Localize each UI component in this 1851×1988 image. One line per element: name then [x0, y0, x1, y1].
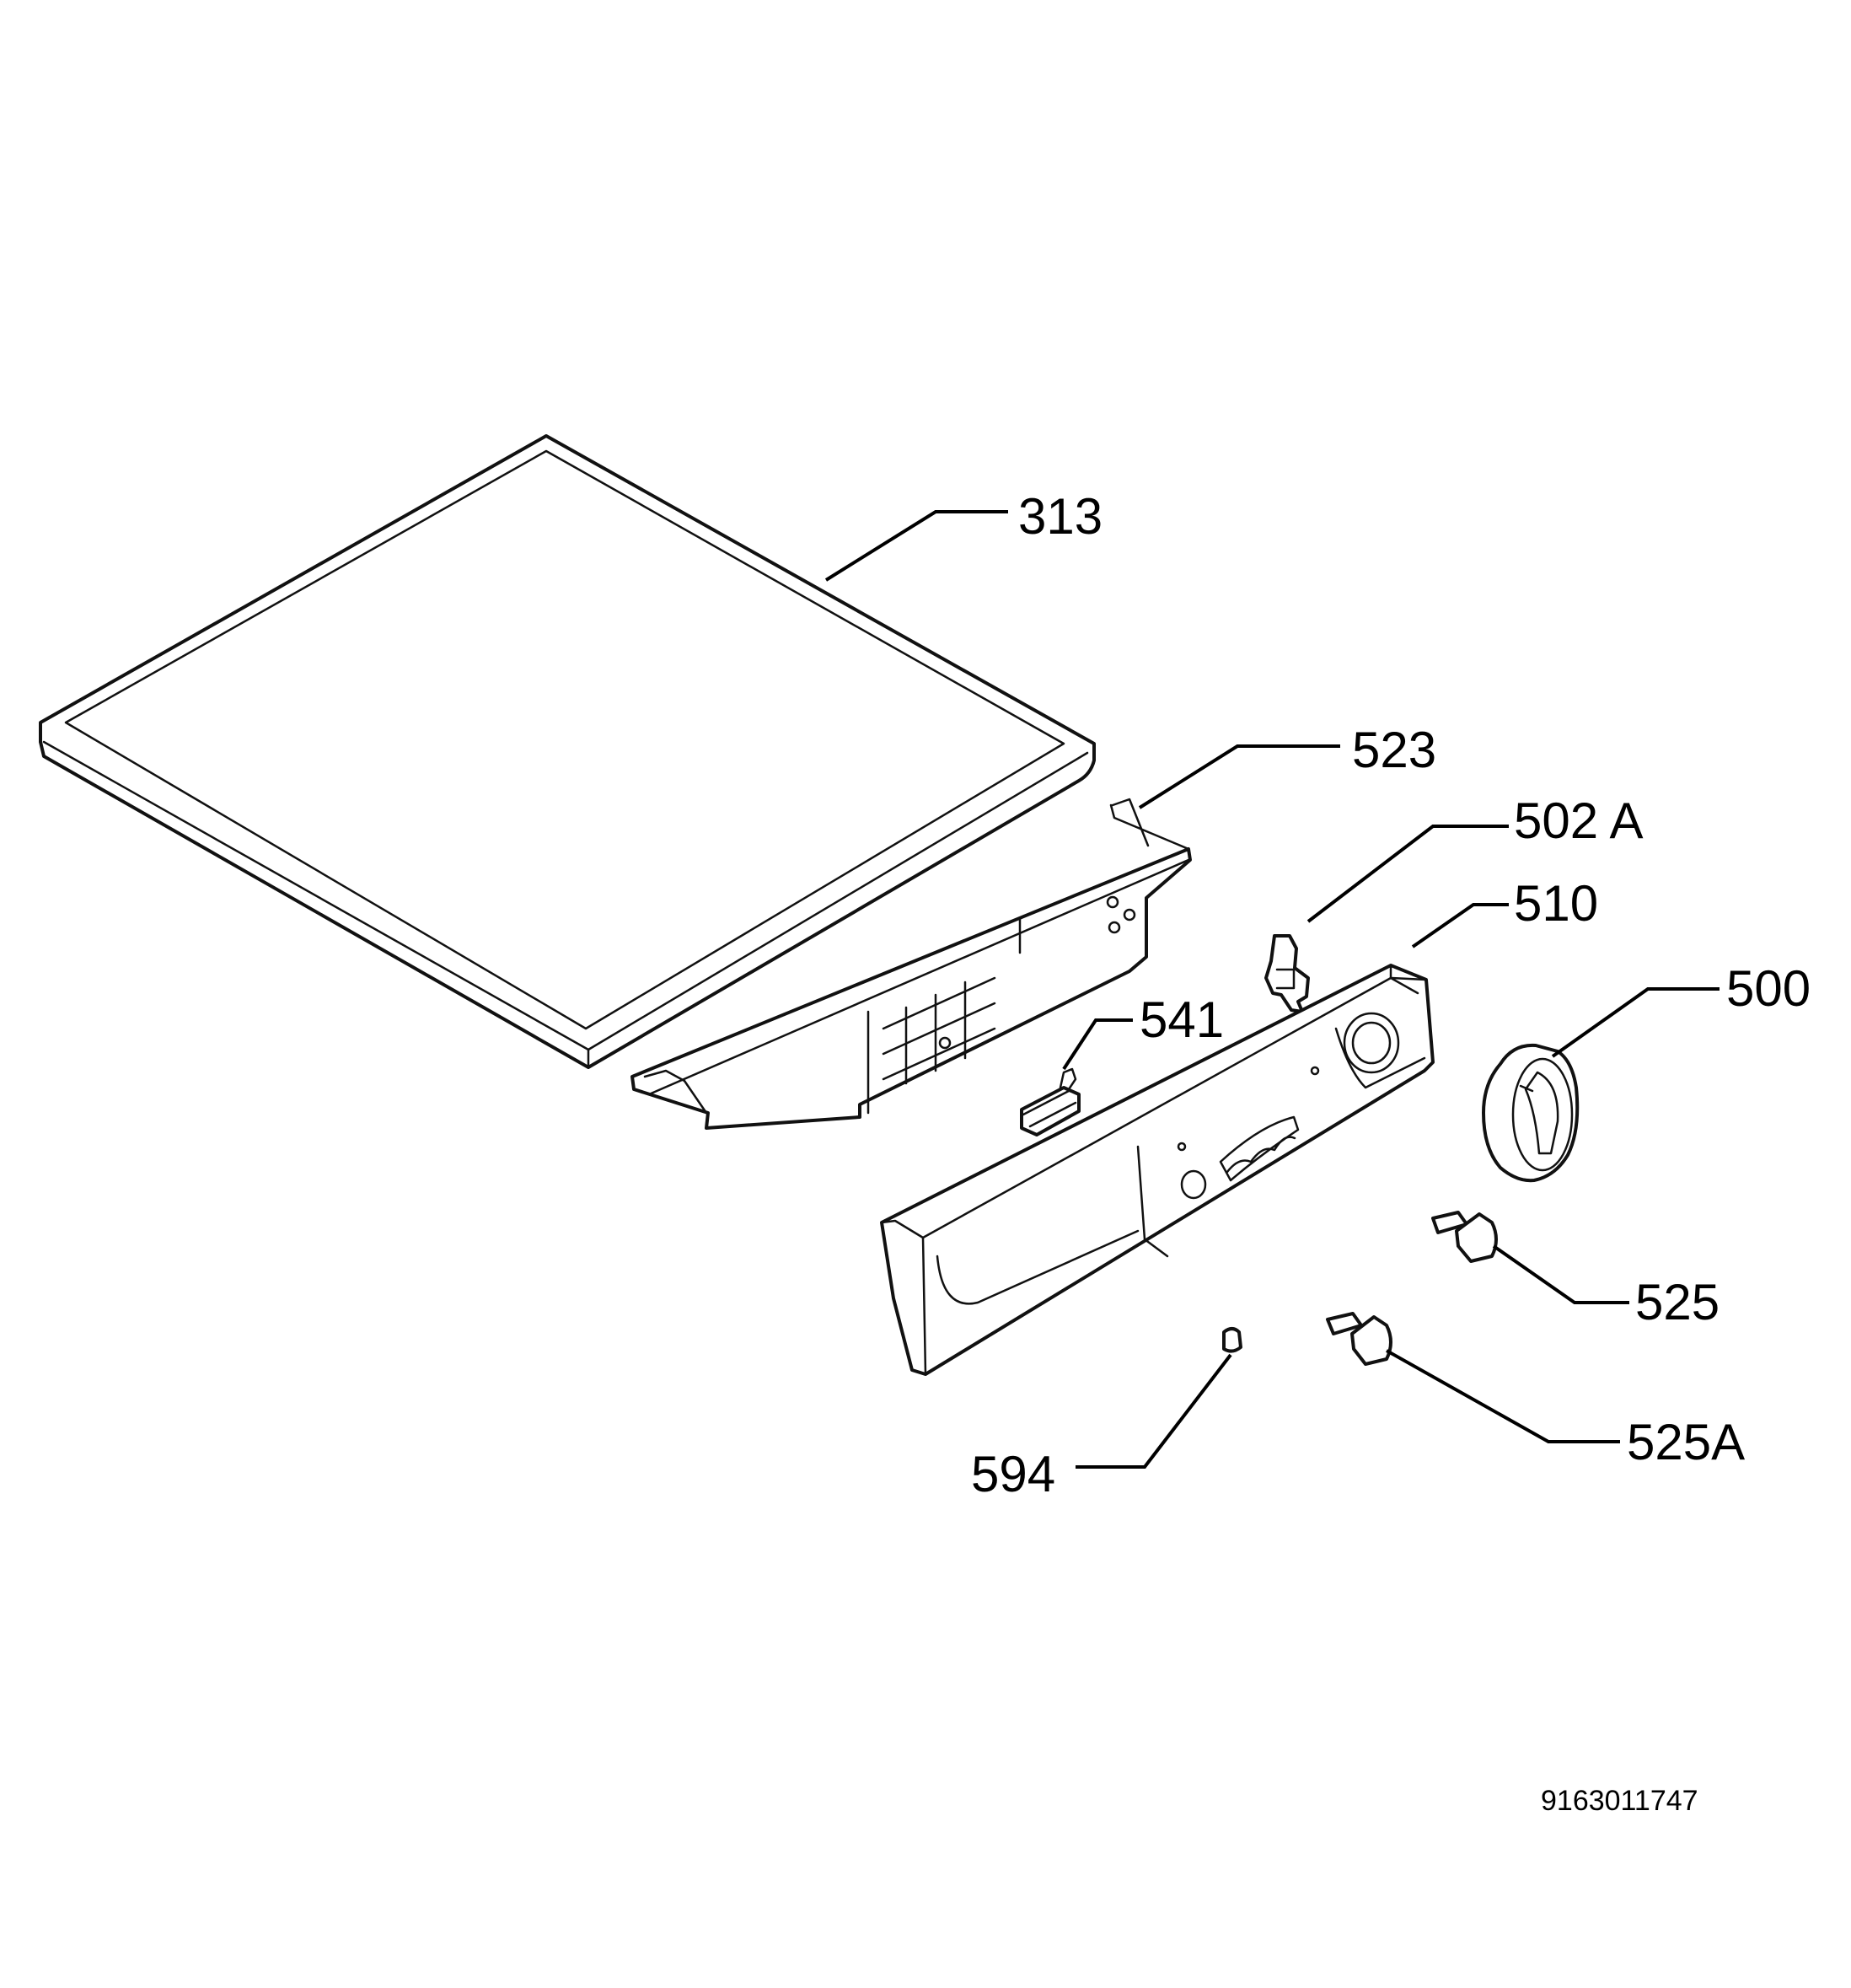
part-313-top-cover[interactable]	[39, 434, 1096, 1069]
leader-523	[1138, 744, 1340, 809]
callout-313: 313	[1018, 488, 1103, 545]
part-525a-button[interactable]	[1326, 1312, 1392, 1366]
callout-525a: 525A	[1627, 1414, 1745, 1470]
leader-541	[1062, 1018, 1133, 1071]
document-number: 9163011747	[1541, 1785, 1698, 1817]
part-500-dial-knob[interactable]	[1482, 1043, 1580, 1183]
callout-594: 594	[971, 1446, 1055, 1502]
leader-500	[1551, 987, 1720, 1058]
callout-510: 510	[1514, 875, 1598, 932]
leader-313	[824, 510, 1008, 582]
callout-523: 523	[1352, 722, 1436, 778]
part-541-connector[interactable]	[1020, 1067, 1081, 1136]
part-525-button[interactable]	[1431, 1211, 1498, 1263]
part-502a-clip[interactable]	[1264, 934, 1310, 1013]
callout-502a: 502 A	[1514, 793, 1644, 849]
part-510-control-panel[interactable]	[880, 964, 1435, 1376]
leader-502a	[1306, 825, 1509, 923]
leader-lines	[824, 510, 1720, 1469]
part-523-control-bracket[interactable]	[630, 798, 1192, 1130]
callout-541: 541	[1140, 991, 1224, 1048]
callout-500: 500	[1726, 960, 1811, 1017]
leader-525	[1492, 1244, 1629, 1304]
leader-594	[1076, 1353, 1232, 1469]
leader-525a	[1386, 1349, 1620, 1443]
callout-525: 525	[1635, 1274, 1720, 1330]
part-594-plug[interactable]	[1222, 1327, 1242, 1353]
leader-510	[1411, 903, 1509, 948]
